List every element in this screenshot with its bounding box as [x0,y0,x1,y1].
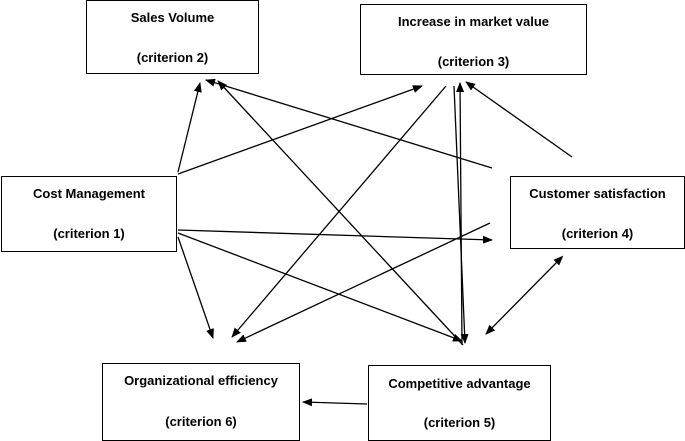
arrow-cost-to-market-value [177,85,423,175]
node-competitive-advantage: Competitive advantage (criterion 5) [368,365,551,441]
arrow-competitive-advantage-to-sales [217,80,464,346]
arrow-customer-satisfaction-to-sales [205,78,493,169]
arrow-competitive-advantage-to-market-value [456,82,465,346]
arrow-cost-to-customer-satisfaction [177,229,493,244]
arrow-competitive-advantage-to-organizational-efficiency [302,398,368,407]
node-criterion: (criterion 5) [423,415,496,430]
node-criterion: (criterion 3) [437,54,510,69]
arrow-customer-satisfaction-to-market-value [465,81,573,158]
node-name: Competitive advantage [388,376,531,391]
arrow-cost-to-organizational-efficiency [177,236,214,339]
arrow-cost-to-sales [177,82,202,173]
node-name: Cost Management [33,186,145,201]
node-name: Customer satisfaction [529,186,666,201]
node-customer-satisfaction: Customer satisfaction (criterion 4) [510,176,685,249]
node-name: Organizational efficiency [124,373,278,388]
node-name: Increase in market value [397,14,550,29]
node-sales-volume: Sales Volume (criterion 2) [86,0,259,74]
arrow-customer-satisfaction-to-organizational-efficiency [236,222,491,343]
arrow-customer-satisfaction-competitive-advantage-bidirectional [485,255,564,335]
node-name: Sales Volume [130,10,215,25]
node-criterion: (criterion 2) [136,50,209,65]
arrow-cost-to-competitive-advantage [177,232,463,342]
node-cost-management: Cost Management (criterion 1) [1,176,177,252]
node-criterion: (criterion 4) [561,226,634,241]
node-increase-in-market-value: Increase in market value (criterion 3) [360,4,587,75]
node-criterion: (criterion 6) [165,414,237,429]
node-criterion: (criterion 1) [53,226,125,241]
arrow-market-value-to-competitive-advantage [453,85,469,344]
node-organizational-efficiency: Organizational efficiency (criterion 6) [102,363,300,441]
